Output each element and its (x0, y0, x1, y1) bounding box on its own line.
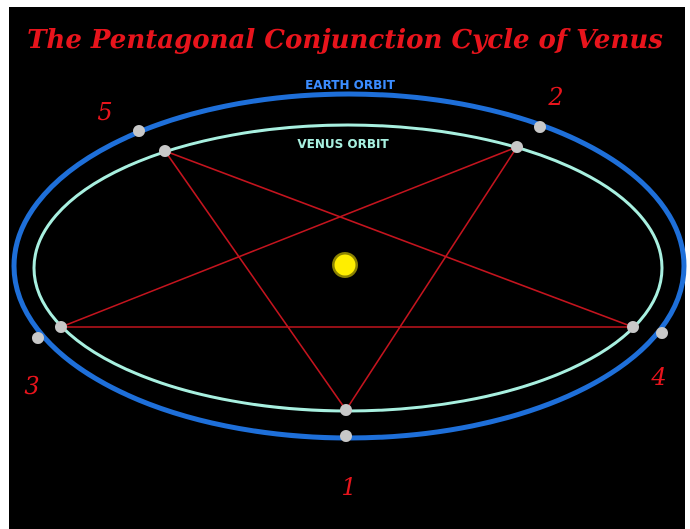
conjunction-label-2: 2 (547, 83, 563, 111)
conjunction-label-1: 1 (341, 473, 356, 501)
planet-marker-icon (627, 321, 639, 333)
pentagram (61, 147, 633, 410)
diagram-title: The Pentagonal Conjunction Cycle of Venu… (27, 25, 663, 55)
planet-marker-icon (340, 430, 352, 442)
earth-orbit-label: EARTH ORBIT (305, 78, 396, 92)
planet-marker-icon (340, 404, 352, 416)
planet-marker-icon (656, 327, 668, 339)
planet-marker-icon (534, 121, 546, 133)
pentagram-line (346, 147, 517, 410)
pentagram-line (165, 151, 633, 327)
conjunction-label-4: 4 (650, 363, 666, 391)
planet-marker-icon (32, 332, 44, 344)
planet-marker-icon (55, 321, 67, 333)
conjunction-label-3: 3 (24, 372, 39, 400)
planet-marker-icon (511, 141, 523, 153)
pentagram-line (61, 147, 517, 327)
sun-disc (335, 255, 356, 276)
planet-marker-icon (159, 145, 171, 157)
pentagram-line (165, 151, 346, 410)
venus-orbit-label: VENUS ORBIT (297, 137, 389, 151)
conjunction-label-5: 5 (97, 98, 112, 126)
planet-marker-icon (133, 125, 145, 137)
sun-icon (332, 252, 358, 278)
